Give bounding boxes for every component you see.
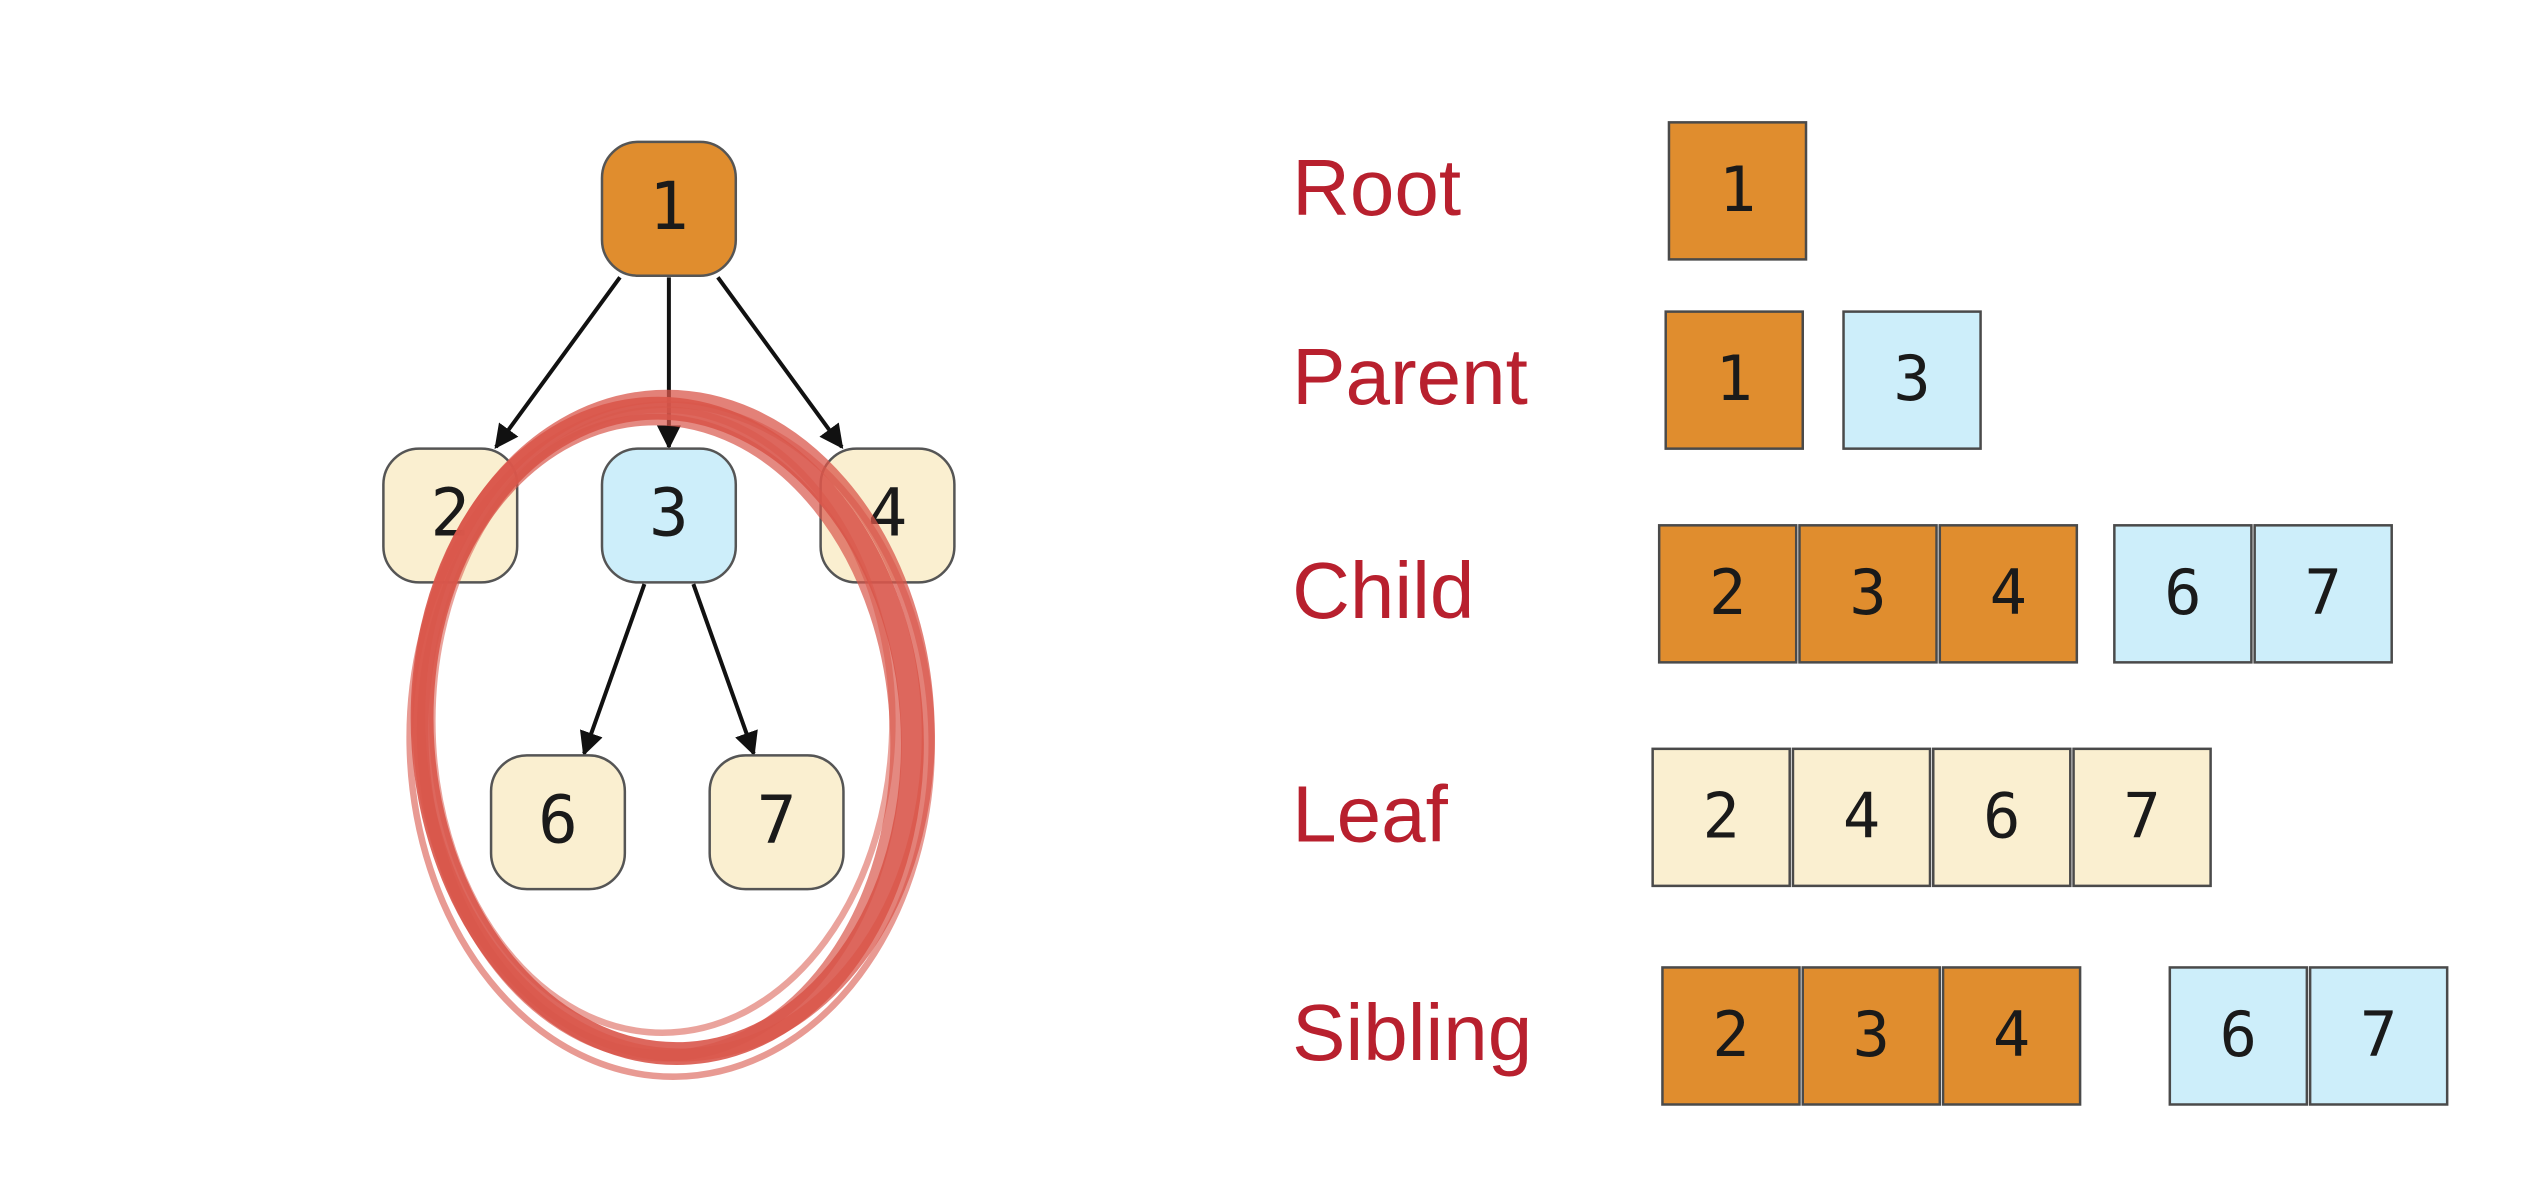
term-cell-box [1941, 966, 2082, 1106]
term-cell-label: 3 [1893, 342, 1930, 415]
highlight-circle-stroke [406, 401, 936, 1080]
term-label: Parent [1292, 332, 1528, 421]
tree-node-label: 6 [538, 781, 578, 858]
tree-node-1: 1 [600, 140, 738, 277]
term-cell-label: 2 [1703, 779, 1740, 852]
term-cell-box [1667, 121, 1808, 261]
term-cell-box [1938, 524, 2079, 664]
tree-node-3: 3 [600, 447, 738, 584]
tree-node-label: 3 [649, 475, 689, 552]
edge-1-to-2 [494, 276, 622, 449]
term-cell-box [1798, 524, 1938, 664]
term-cell-label: 4 [1843, 779, 1880, 852]
term-label: Root [1292, 143, 1461, 232]
term-cell-label: 7 [2123, 779, 2160, 852]
term-cell: 3 [1801, 966, 1942, 1106]
term-cell-box [2168, 966, 2309, 1106]
term-cell-label: 1 [1716, 342, 1753, 415]
term-cell: 6 [2113, 524, 2253, 664]
highlight-circle-stroke [429, 406, 896, 1036]
highlight-circle-stroke [416, 413, 902, 1062]
term-cell-box [1801, 966, 1942, 1106]
tree-node-label: 7 [757, 781, 797, 858]
tree-node-label: 1 [649, 168, 689, 245]
term-cell: 7 [2308, 966, 2449, 1106]
term-cell: 2 [1651, 747, 1791, 888]
term-cell: 7 [2072, 747, 2212, 888]
term-cell-box [1651, 747, 1791, 888]
term-cell-box [2113, 524, 2253, 664]
term-cell: 2 [1661, 966, 1801, 1106]
edge-1-to-4 [716, 276, 844, 449]
term-cell: 1 [1667, 121, 1808, 261]
term-row-leaf: Leaf 2 4 6 7 [1292, 747, 2212, 888]
term-cell-label: 3 [1853, 998, 1890, 1071]
tree-node-6: 6 [489, 754, 627, 891]
term-cell-box [1657, 524, 1798, 664]
term-label: Sibling [1292, 988, 1532, 1077]
term-cell-box [2308, 966, 2449, 1106]
term-cell-label: 6 [2164, 556, 2201, 629]
term-cell-label: 6 [1983, 779, 2020, 852]
term-cell: 2 [1657, 524, 1798, 664]
term-cell: 4 [1938, 524, 2079, 664]
term-cell-label: 4 [1993, 998, 2030, 1071]
term-cell-label: 6 [2220, 998, 2257, 1071]
term-cell-label: 1 [1719, 153, 1756, 226]
edge-3-to-7 [691, 583, 758, 756]
term-cell-box [2072, 747, 2212, 888]
tree-node-box [600, 447, 738, 584]
term-cell-label: 3 [1849, 556, 1886, 629]
term-cell-box [1791, 747, 1932, 888]
term-cell: 1 [1664, 310, 1804, 450]
tree-node-box [600, 140, 738, 277]
term-label: Child [1292, 546, 1474, 635]
term-row-child: Child 2 3 4 6 7 [1292, 524, 2393, 664]
edge-3-to-6 [579, 583, 647, 756]
term-label: Leaf [1292, 769, 1448, 858]
tree-edges [494, 276, 844, 756]
term-cell: 3 [1798, 524, 1938, 664]
tree-node-7: 7 [708, 754, 845, 891]
term-cell-label: 2 [1712, 998, 1749, 1071]
subtree-highlight-circle [406, 389, 936, 1080]
term-cell-box [1842, 310, 1982, 450]
tree-node-box [708, 754, 845, 891]
tree-node-box [489, 754, 627, 891]
term-cell: 4 [1941, 966, 2082, 1106]
term-cell-label: 4 [1990, 556, 2027, 629]
term-cell-box [1932, 747, 2072, 888]
term-row-parent: Parent 1 3 [1292, 310, 1982, 450]
term-cell: 6 [2168, 966, 2309, 1106]
term-cell: 6 [1932, 747, 2072, 888]
term-cell-box [2253, 524, 2393, 664]
term-cell: 7 [2253, 524, 2393, 664]
term-row-root: Root 1 [1292, 121, 1808, 261]
term-cell-label: 7 [2360, 998, 2397, 1071]
term-cell-box [1661, 966, 1801, 1106]
term-cell-box [1664, 310, 1804, 450]
term-cell: 3 [1842, 310, 1982, 450]
term-cell-label: 2 [1709, 556, 1746, 629]
term-cell-label: 7 [2305, 556, 2342, 629]
term-cell: 4 [1791, 747, 1932, 888]
term-row-sibling: Sibling 2 3 4 6 7 [1292, 966, 2449, 1106]
